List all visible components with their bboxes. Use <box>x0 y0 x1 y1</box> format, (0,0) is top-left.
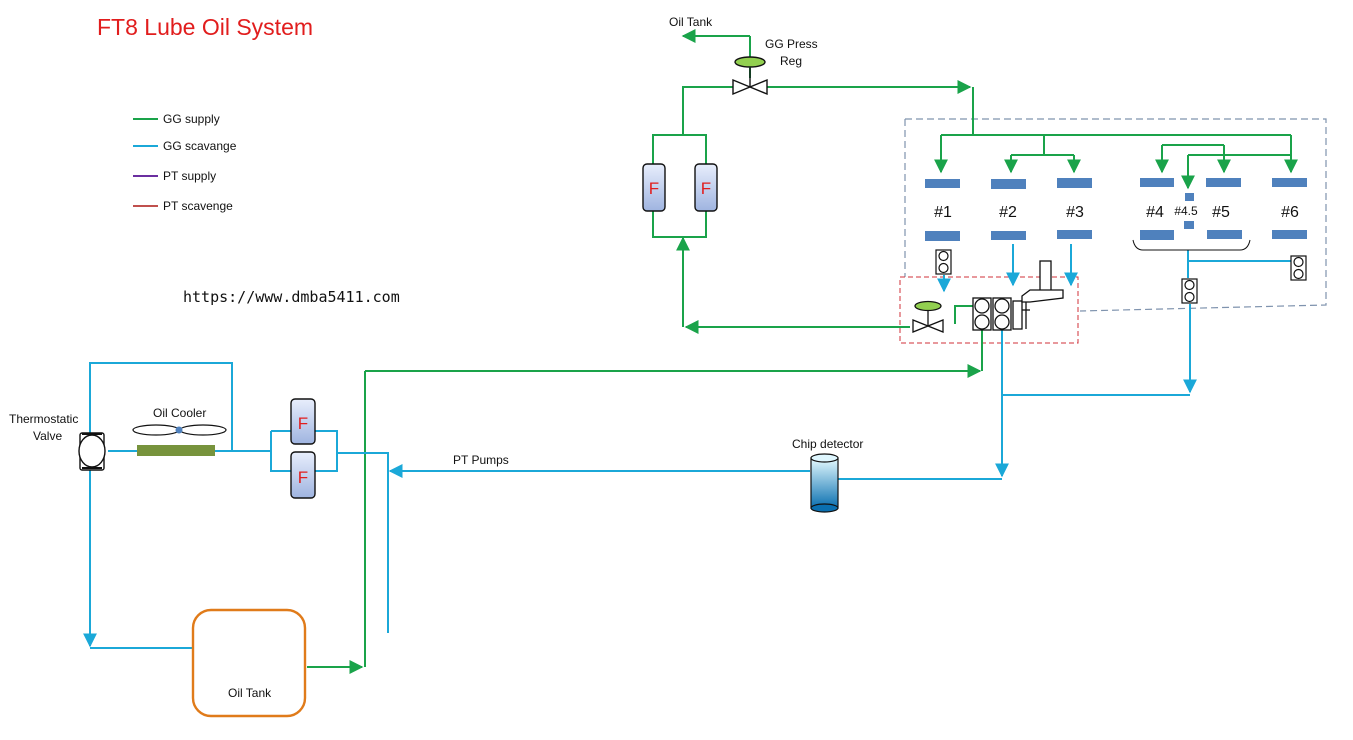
lube-pressure-valve <box>912 300 944 333</box>
bearing-1-top <box>925 179 960 188</box>
label-gg-press-reg-line2: Reg <box>780 54 802 68</box>
bearing-3-bottom <box>1057 230 1092 239</box>
filter-letter: F <box>298 468 308 487</box>
legend: GG supply GG scavange PT supply PT scave… <box>133 112 237 213</box>
bearing-area-dashed-box <box>904 118 1327 312</box>
bearing-5-top <box>1206 178 1241 187</box>
gg-pump-dashed-box <box>899 276 1079 344</box>
bearing-2-label: #2 <box>999 204 1017 221</box>
oil-tank <box>191 608 307 718</box>
bearing-6-bottom <box>1272 230 1307 239</box>
gg-filter-left: F <box>642 163 666 212</box>
legend-label-gg-scavange: GG scavange <box>163 139 237 153</box>
bearing-4-bottom <box>1140 230 1174 240</box>
gg-press-reg-valve <box>732 56 768 96</box>
bearing-1-bottom <box>925 231 960 241</box>
bearing-3-label: #3 <box>1066 204 1084 221</box>
gearbox-pump-assembly <box>972 260 1064 331</box>
bearing-4-top <box>1140 178 1174 187</box>
gg-filter-right: F <box>694 163 718 212</box>
scavenge-pump-icons <box>935 249 1307 304</box>
label-thermostatic-line2: Valve <box>33 429 62 443</box>
bearing-4-5-bottom <box>1184 221 1194 229</box>
legend-label-pt-scavenge: PT scavenge <box>163 199 233 213</box>
bearing-1-label: #1 <box>934 204 952 221</box>
bearing-3-top <box>1057 178 1092 188</box>
bearing-2-top <box>991 179 1026 189</box>
pt-filter-top: F <box>290 398 316 445</box>
filter-letter: F <box>649 179 659 198</box>
filter-letter: F <box>701 179 711 198</box>
bearing-5-bottom <box>1207 230 1242 239</box>
bearing-6-top <box>1272 178 1307 187</box>
chip-detector <box>810 453 839 513</box>
bearing-5-label: #5 <box>1212 204 1230 221</box>
website-url: https://www.dmba5411.com <box>183 288 400 306</box>
filter-letter: F <box>298 414 308 433</box>
label-oil-tank-bottom: Oil Tank <box>228 686 272 700</box>
diagram-title: FT8 Lube Oil System <box>97 14 313 40</box>
label-thermostatic-line1: Thermostatic <box>9 412 78 426</box>
thermostatic-valve <box>78 432 106 471</box>
legend-label-pt-supply: PT supply <box>163 169 216 183</box>
label-gg-press-reg-line1: GG Press <box>765 37 818 51</box>
bearing-pads <box>925 178 1307 241</box>
label-oil-tank-top: Oil Tank <box>669 15 713 29</box>
bearing-4-label: #4 <box>1146 204 1164 221</box>
oil-cooler <box>132 424 227 456</box>
rear-sump-bracket <box>1132 239 1251 251</box>
gg-supply-lines <box>307 29 1298 674</box>
bearing-4-5-label: #4.5 <box>1174 204 1198 218</box>
pt-filter-bottom: F <box>290 451 316 499</box>
label-chip-detector: Chip detector <box>792 437 863 451</box>
bearing-6-label: #6 <box>1281 204 1299 221</box>
legend-label-gg-supply: GG supply <box>163 112 220 126</box>
bearing-2-bottom <box>991 231 1026 240</box>
label-pt-pumps: PT Pumps <box>453 453 509 467</box>
label-oil-cooler: Oil Cooler <box>153 406 206 420</box>
bearing-4-5-top <box>1185 193 1194 201</box>
